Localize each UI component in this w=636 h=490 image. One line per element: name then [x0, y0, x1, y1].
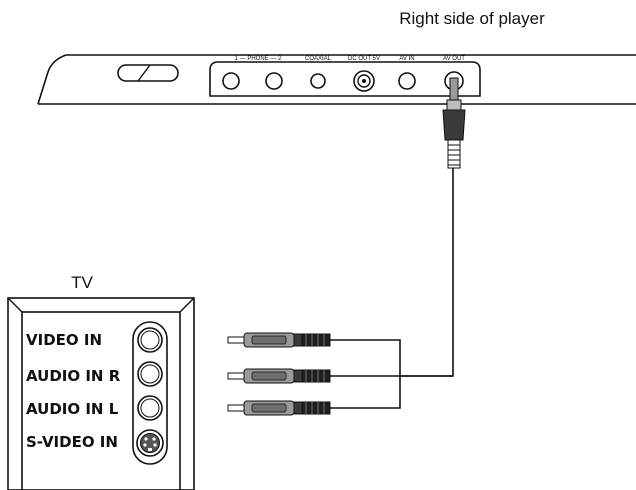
- tv-panel: [7, 297, 195, 490]
- tv-input-label-video: VIDEO IN: [26, 331, 102, 349]
- player-caption: Right side of player: [399, 9, 545, 28]
- port-label-dc-out: DC OUT 5V: [348, 56, 380, 62]
- port-label-phone: 1 — PHONE — 2: [235, 56, 282, 62]
- rca-plug-group: [227, 332, 331, 416]
- coaxial-jack-icon: [310, 73, 326, 89]
- 3.5mm-plug-icon: [442, 77, 466, 169]
- tv-input-label-audio-r: AUDIO IN R: [26, 367, 121, 385]
- video-in-rca-jack-icon: [137, 327, 163, 353]
- power-switch-icon: [117, 64, 179, 82]
- rca-plug-icon: [227, 400, 331, 416]
- player-port-panel: [209, 61, 481, 97]
- av-cable: [330, 168, 454, 409]
- port-label-av-in: AV IN: [399, 56, 414, 62]
- s-video-jack-icon: [136, 429, 164, 457]
- rca-plug-icon: [227, 368, 331, 384]
- port-label-coaxial: COAXIAL: [305, 56, 332, 62]
- dc-out-jack-icon: [353, 70, 375, 92]
- av-in-jack-icon: [398, 72, 416, 90]
- audio-in-l-rca-jack-icon: [137, 395, 163, 421]
- player-body: [37, 54, 636, 105]
- phone-2-jack-icon: [265, 72, 283, 90]
- tv-caption: TV: [71, 273, 93, 292]
- tv-input-label-s-video: S-VIDEO IN: [26, 433, 118, 451]
- tv-input-label-audio-l: AUDIO IN L: [26, 400, 119, 418]
- audio-in-r-rca-jack-icon: [137, 361, 163, 387]
- rca-plug-icon: [227, 332, 331, 348]
- port-label-av-out: AV OUT: [443, 56, 465, 62]
- phone-1-jack-icon: [222, 72, 240, 90]
